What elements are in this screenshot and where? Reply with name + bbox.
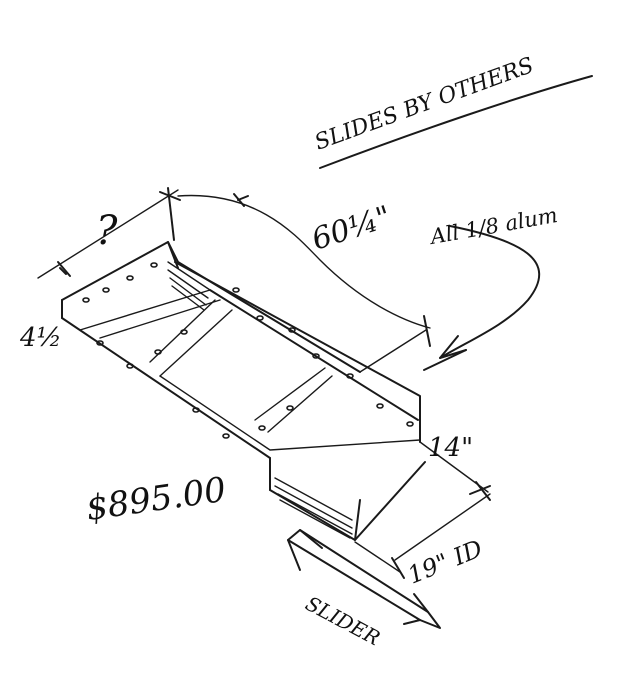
side-height-label: 14" bbox=[428, 433, 473, 463]
slides-underline bbox=[319, 75, 593, 169]
material-note: All 1/8 alum bbox=[427, 203, 560, 249]
inside-width-label: 19" ID bbox=[404, 534, 487, 589]
width-unknown-label: ? bbox=[96, 208, 118, 254]
slider-arrow bbox=[287, 529, 441, 629]
material-arrow bbox=[423, 225, 541, 371]
slider-label: SLIDER bbox=[302, 591, 384, 650]
fastener-holes bbox=[82, 262, 414, 439]
length-dimension-label: 60¼" bbox=[308, 199, 396, 257]
end-height-label: 4½ bbox=[19, 323, 62, 353]
dimension-lines bbox=[37, 187, 491, 579]
slides-by-others-note: SLIDES BY OTHERS bbox=[312, 53, 538, 156]
price-label: $895.00 bbox=[84, 470, 229, 529]
